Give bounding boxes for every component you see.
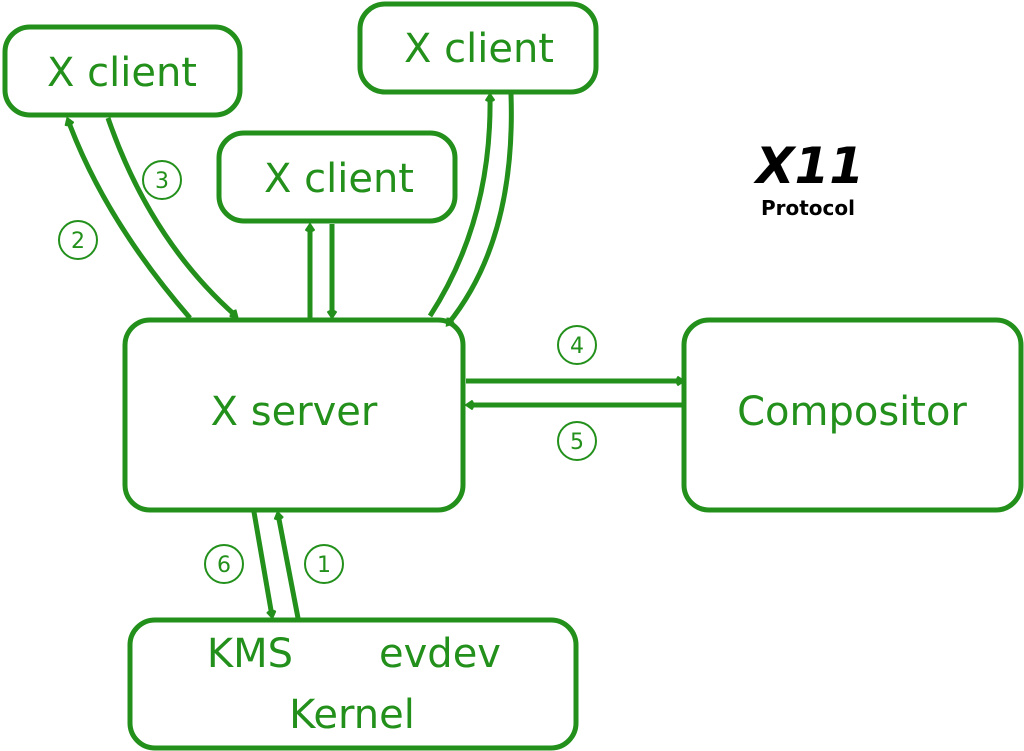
- step-number-5: 5: [570, 430, 584, 455]
- step-marker-1: 1: [304, 544, 344, 584]
- step-number-1: 1: [317, 553, 331, 578]
- x-client-middle-node: X client: [216, 130, 458, 224]
- evdev-label: evdev: [379, 631, 501, 677]
- x-server-label: X server: [211, 389, 378, 435]
- step-number-4: 4: [570, 334, 584, 359]
- kernel-label: Kernel: [289, 692, 415, 738]
- step-marker-4: 4: [557, 325, 597, 365]
- x-client-middle-label: X client: [264, 156, 414, 202]
- arrow-right-client-to-server: [448, 93, 514, 324]
- x-client-right-label: X client: [404, 26, 554, 72]
- step-marker-5: 5: [557, 421, 597, 461]
- x-client-right-node: X client: [357, 1, 599, 95]
- arrow-server-to-right-client: [427, 96, 490, 318]
- step-marker-3: 3: [142, 160, 182, 200]
- arrow-left-client-to-server: [105, 117, 236, 316]
- protocol-subtitle: Protocol: [761, 196, 855, 220]
- x-server-node: X server: [122, 317, 466, 513]
- step-number-3: 3: [155, 169, 169, 194]
- kernel-node: KMS evdev Kernel: [127, 617, 579, 751]
- x-client-left-node: X client: [2, 24, 243, 118]
- x-client-left-label: X client: [47, 50, 197, 96]
- step-number-6: 6: [217, 553, 231, 578]
- arrow-kernel-to-server: [278, 514, 301, 619]
- arrow-server-to-kernel: [251, 511, 272, 616]
- arrow-server-to-left-client: [68, 120, 192, 320]
- step-marker-2: 2: [58, 220, 98, 260]
- step-number-2: 2: [71, 229, 85, 254]
- step-marker-6: 6: [204, 544, 244, 584]
- compositor-node: Compositor: [681, 317, 1024, 513]
- protocol-title: X11: [753, 137, 864, 195]
- compositor-label: Compositor: [737, 389, 967, 435]
- kms-label: KMS: [207, 631, 293, 677]
- protocol-legend: X11 Protocol: [753, 137, 864, 220]
